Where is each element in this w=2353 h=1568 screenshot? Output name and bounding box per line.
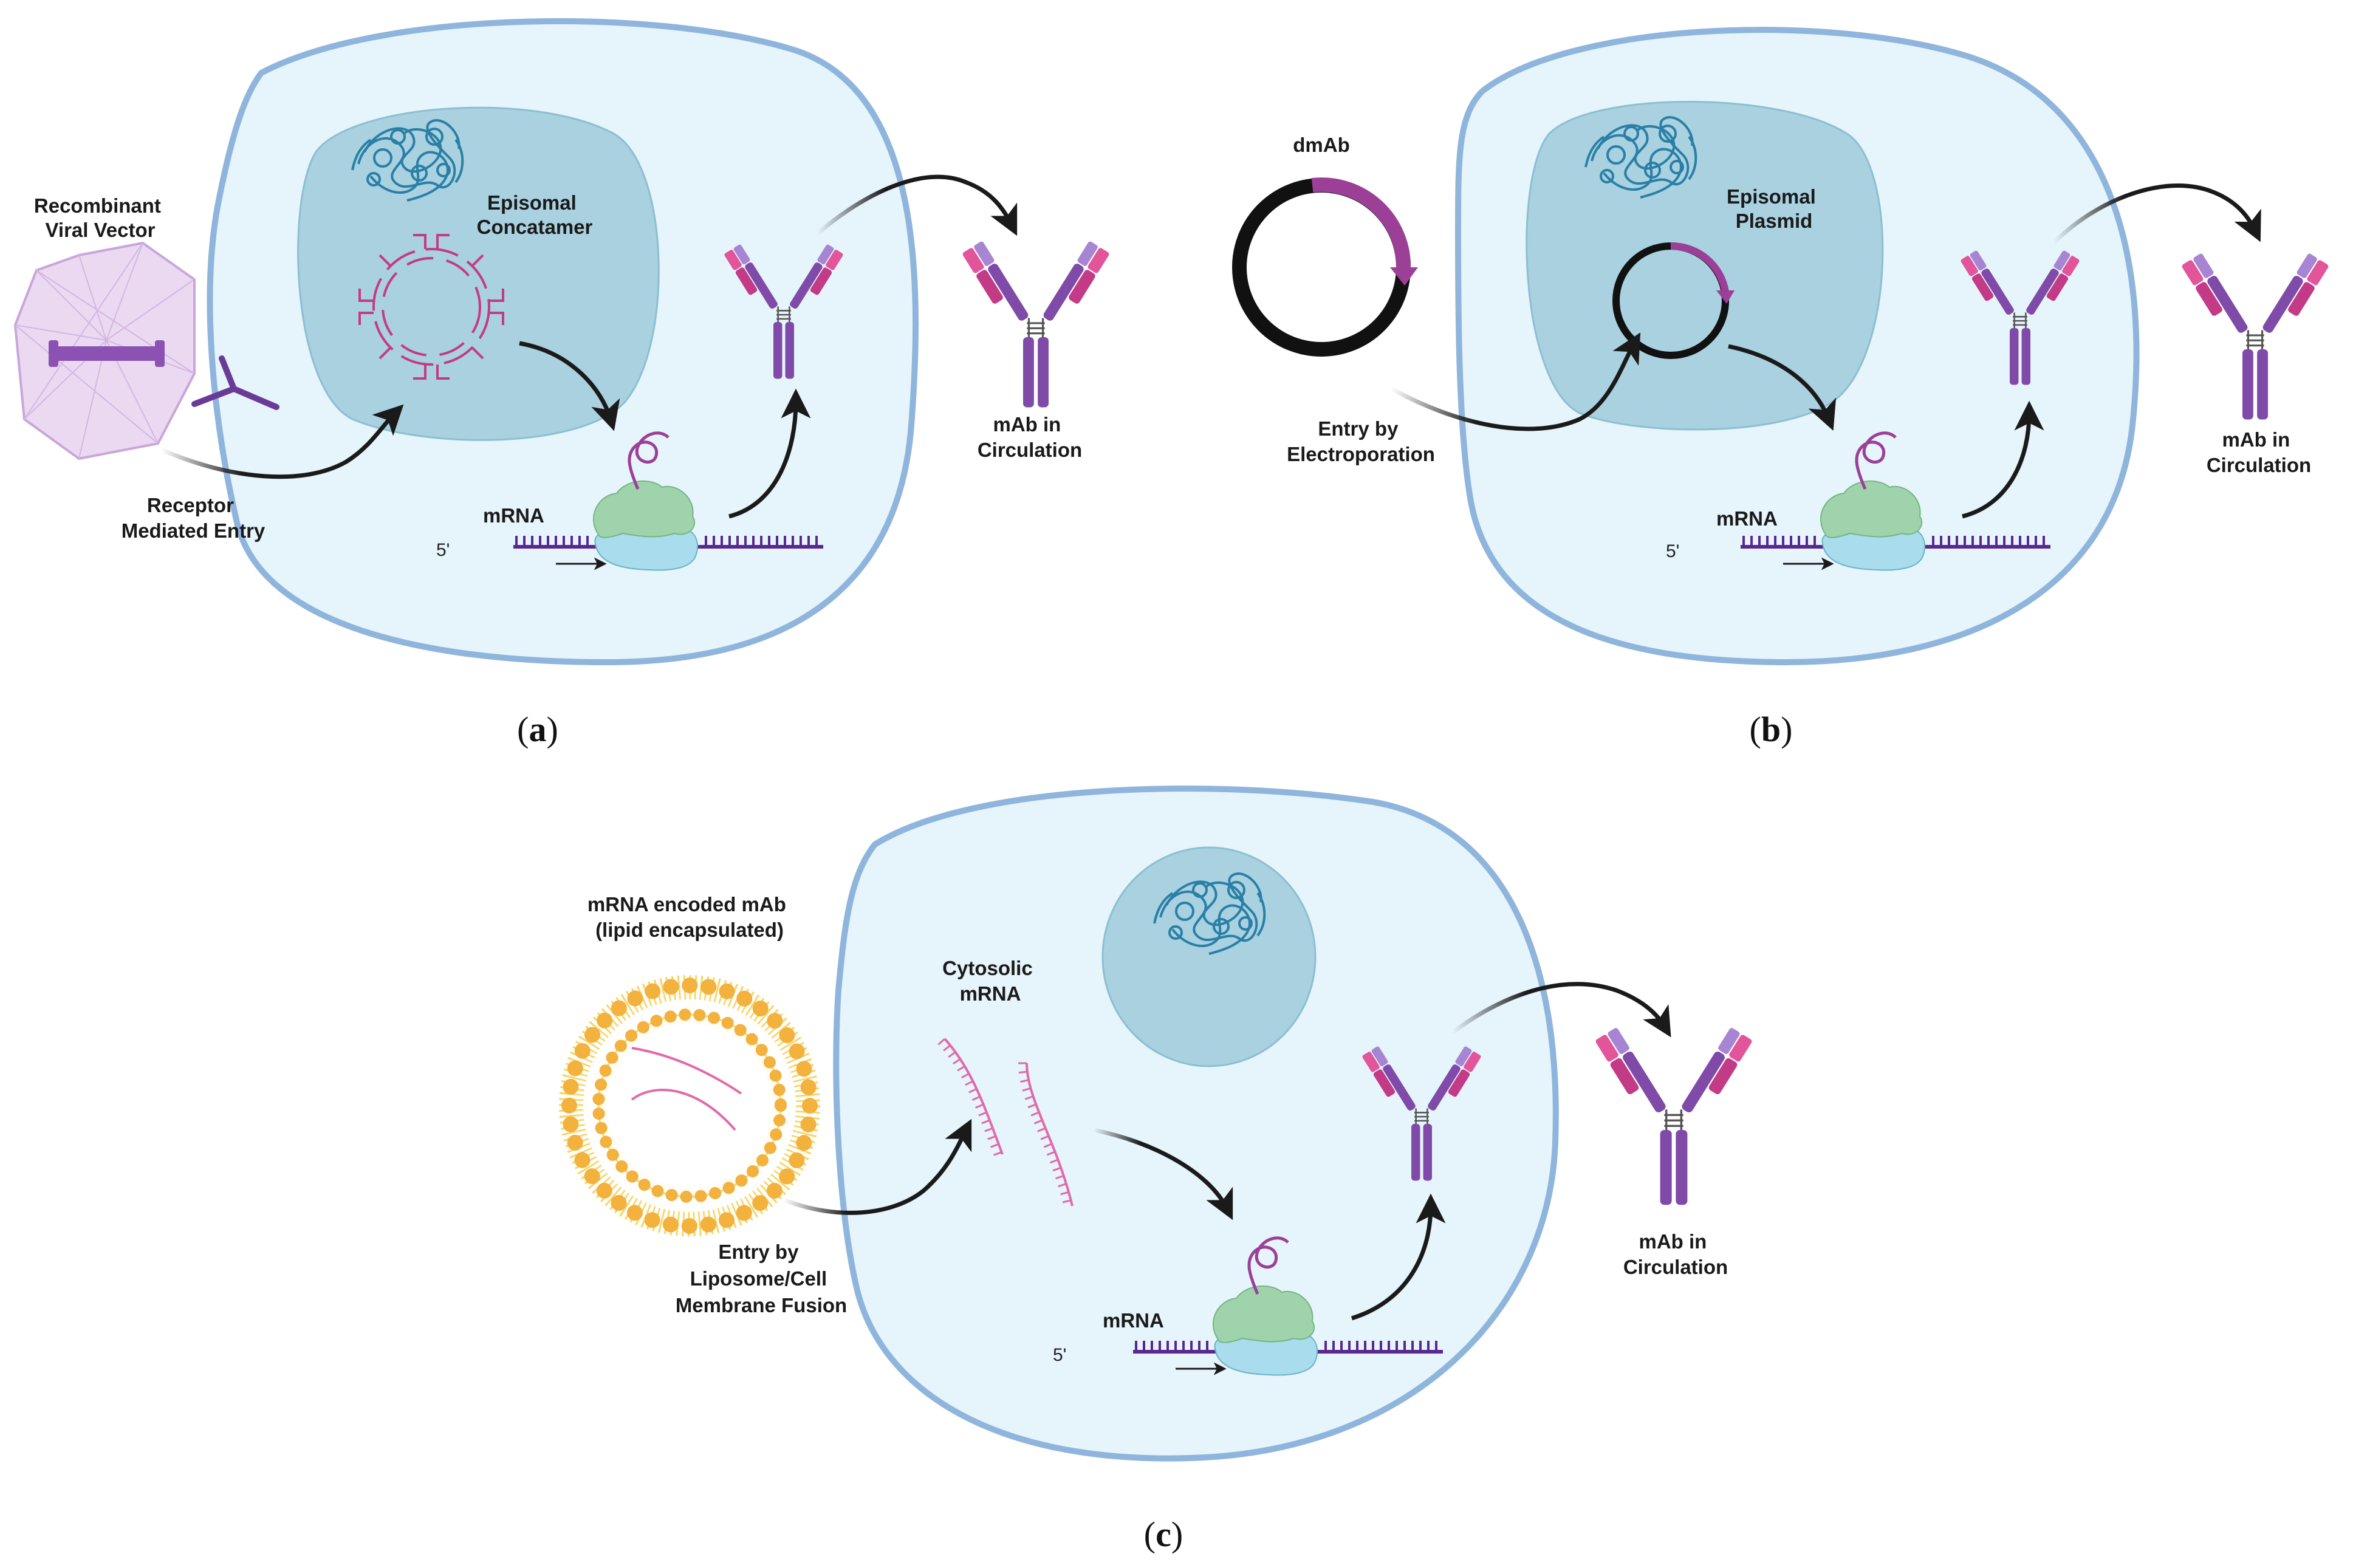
viral-capsid-icon — [13, 241, 196, 460]
svg-text:mRNA encoded mAb (lipid: mRNA encoded mAb (lipid encapsulated) — [587, 893, 792, 941]
output-label-line1: mAb in — [993, 413, 1061, 436]
vector-label-line2: (lipid encapsulated) — [595, 919, 784, 941]
svg-text:Cytosolic mRNA: Cytosolic mRNA — [942, 957, 1038, 1005]
entry-arrow — [160, 404, 404, 479]
transcription-arrow — [519, 341, 620, 431]
secretion-arrow-1 — [1962, 400, 2044, 519]
vector-label-line2: Viral Vector — [45, 219, 155, 241]
svg-text:Episomal Concatamer: Episomal Concatamer — [477, 191, 593, 238]
five-prime-label: 5' — [1053, 1345, 1066, 1365]
plasmid-icon — [1232, 177, 1418, 357]
output-label-line2: Circulation — [1623, 1256, 1728, 1278]
output-label-line2: Circulation — [2207, 454, 2311, 476]
nucleus-label-line1: Episomal — [1727, 185, 1816, 208]
caption-a: a — [529, 710, 547, 749]
entry-route-label-line2: Liposome/Cell — [690, 1267, 827, 1290]
five-prime-label: 5' — [436, 540, 450, 560]
cell-membrane — [833, 786, 1559, 1462]
plasmid-icon — [1612, 242, 1735, 359]
antibody-icon — [961, 239, 1111, 409]
entry-route-label-line2: Electroporation — [1287, 443, 1435, 465]
nucleus-label-line2: Concatamer — [477, 216, 593, 238]
vector-label: dmAb — [1293, 134, 1350, 156]
secretion-arrow-1 — [1351, 1193, 1446, 1321]
entry-arrow — [783, 1118, 972, 1215]
vector-label-line1: Recombinant — [34, 194, 161, 217]
concatamer-icon — [358, 234, 504, 380]
entry-arrow — [1390, 332, 1641, 431]
cytosol-label-line1: Cytosolic — [942, 957, 1033, 979]
output-label-line2: Circulation — [978, 439, 1082, 461]
antibody-icon — [2180, 252, 2331, 421]
panel-b: Episomal Plasmid dmAb Entry by Electropo… — [1232, 27, 2331, 749]
svg-text:Recombinant Viral Vector: Recombinant Viral Vector — [34, 194, 166, 241]
liposome-icon — [559, 975, 820, 1236]
svg-text:mAb in Circulation: mAb in Circulation — [1623, 1230, 1728, 1278]
panel-a: Episomal Concatamer Reco — [13, 18, 1111, 749]
output-label-line1: mAb in — [2222, 428, 2290, 451]
transcription-arrow — [1728, 344, 1837, 431]
svg-text:Entry by Electroporation: Entry by Electroporation — [1287, 417, 1435, 465]
nucleus — [1526, 101, 1884, 431]
vector-label-line1: mRNA encoded mAb — [587, 893, 786, 916]
mrna-label: mRNA — [483, 504, 544, 527]
svg-text:mAb in Circulation: mAb in Circulation — [978, 413, 1082, 461]
caption-b: b — [1761, 710, 1781, 749]
cytosol-label-line2: mRNA — [960, 982, 1021, 1005]
svg-text:Receptor Mediated Entry: Receptor Mediated Entry — [122, 494, 265, 542]
mrna-label: mRNA — [1103, 1309, 1164, 1332]
mrna-label: mRNA — [1716, 507, 1778, 530]
entry-route-label-line2: Mediated Entry — [122, 519, 265, 542]
entry-route-label-line3: Membrane Fusion — [676, 1294, 847, 1316]
svg-text:(a): (a) — [517, 710, 558, 749]
nucleus — [1101, 846, 1317, 1067]
nucleus-label-line2: Plasmid — [1736, 210, 1813, 232]
receptor-icon — [191, 355, 279, 410]
entry-route-label-line1: Entry by — [718, 1241, 799, 1263]
mrna-strand-icon — [937, 1038, 1074, 1207]
antibody-icon — [1594, 1025, 1754, 1206]
exit-arrow — [815, 174, 1018, 236]
caption-c: c — [1156, 1515, 1171, 1554]
panel-c: Cytosolic mRNA mRNA encoded mAb (lipid e… — [559, 786, 1754, 1554]
svg-text:Entry by Liposome/Cell: Entry by Liposome/Cell Membrane Fusion — [676, 1241, 847, 1316]
translation-arrow — [1093, 1128, 1233, 1221]
output-label-line1: mAb in — [1639, 1230, 1707, 1253]
secretion-arrow-1 — [728, 388, 811, 519]
nucleus-label-line1: Episomal — [487, 191, 577, 214]
svg-text:mAb in Circulation: mAb in Circulation — [2207, 428, 2311, 476]
svg-text:(b): (b) — [1750, 710, 1793, 749]
exit-arrow — [2052, 183, 2261, 245]
five-prime-label: 5' — [1666, 541, 1679, 561]
svg-text:(c): (c) — [1144, 1515, 1183, 1554]
entry-route-label-line1: Entry by — [1318, 417, 1399, 440]
entry-route-label-line1: Receptor — [147, 494, 234, 516]
svg-text:Episomal Plasmid: Episomal Plasmid — [1727, 185, 1821, 232]
exit-arrow — [1450, 982, 1671, 1038]
